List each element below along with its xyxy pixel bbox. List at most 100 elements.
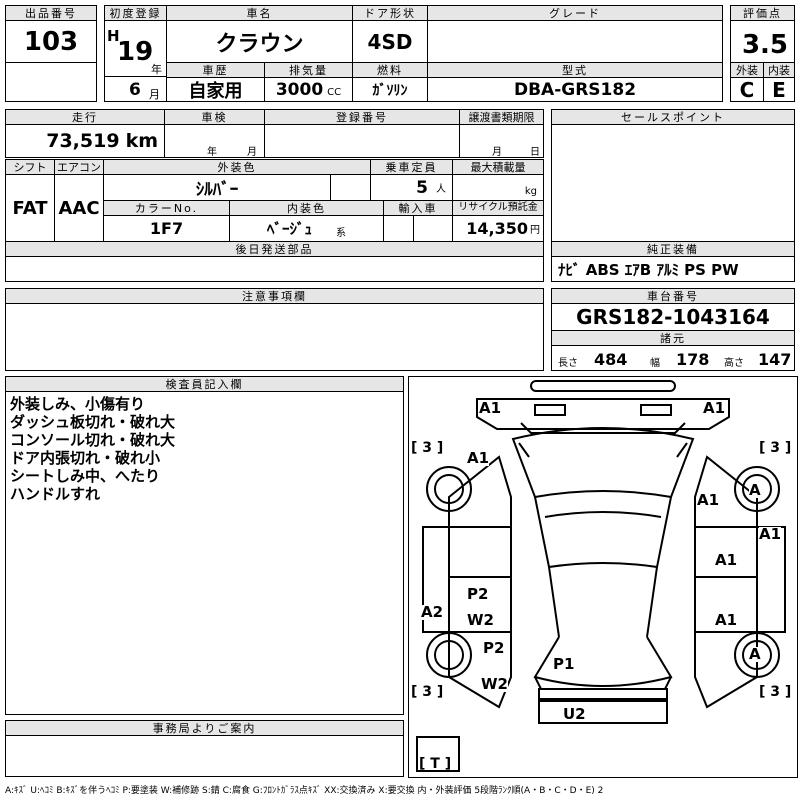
ac: AAC <box>54 174 104 242</box>
grade-label: グレード <box>427 5 723 21</box>
transfer-month-unit: 月 <box>492 147 502 158</box>
damage-mark: A <box>749 481 761 499</box>
color-no: 1F7 <box>103 215 230 242</box>
mileage-box: 73,519 km <box>5 124 165 158</box>
caution-label: 注意事項欄 <box>5 288 544 304</box>
import-box-1 <box>383 215 414 242</box>
recycle-unit: 円 <box>530 225 540 236</box>
legend: A:ｷｽﾞ U:ﾍｺﾐ B:ｷｽﾞを伴うﾍｺﾐ P:要塗装 W:補修跡 S:錆 … <box>5 786 604 796</box>
sales-point-label: セールスポイント <box>551 109 795 125</box>
displacement-label: 排気量 <box>264 62 353 78</box>
damage-mark: W2 <box>481 675 508 693</box>
note-line: 外装しみ、小傷有り <box>10 395 146 413</box>
registration-month: 6 <box>129 80 141 100</box>
inspector-notes-box: 外装しみ、小傷有り ダッシュ板切れ・破れ大 コンソール切れ・破れ大 ドア内張切れ… <box>5 391 404 715</box>
length-label: 長さ <box>558 358 578 369</box>
damage-mark: A1 <box>467 449 490 467</box>
interior-color-label: 内装色 <box>229 200 384 216</box>
registration-month-box: 6 月 <box>104 76 167 102</box>
color-no-label: カラーNo. <box>103 200 230 216</box>
capacity-unit: 人 <box>436 184 446 195</box>
lot-number-label: 出品番号 <box>5 5 97 21</box>
note-line: ダッシュ板切れ・破れ大 <box>10 413 176 431</box>
damage-mark: P2 <box>467 585 489 603</box>
damage-mark: A1 <box>697 491 720 509</box>
mileage-unit: km <box>125 130 158 152</box>
transfer-box: 月 日 <box>459 124 544 158</box>
history: 自家用 <box>166 77 265 102</box>
lot-blank <box>5 62 97 102</box>
capacity-label: 乗車定員 <box>370 159 453 175</box>
caution-box <box>5 303 544 371</box>
later-parts-label: 後日発送部品 <box>5 241 544 257</box>
shift-label: シフト <box>5 159 55 175</box>
model-label: 型式 <box>427 62 723 78</box>
interior-color-unit: 系 <box>336 228 346 239</box>
damage-mark: A1 <box>703 399 726 417</box>
exterior-grade-label: 外装 <box>730 62 764 78</box>
office-notes-label: 事務局よりご案内 <box>5 720 404 736</box>
height-label: 高さ <box>724 358 744 369</box>
exterior-grade: C <box>730 77 764 102</box>
spec-box: 長さ 484 幅 178 高さ 147 <box>551 345 795 371</box>
interior-grade-label: 内装 <box>763 62 795 78</box>
recycle-label: リサイクル預託金 <box>452 200 544 216</box>
damage-mark: A1 <box>715 611 738 629</box>
inspection-label: 車検 <box>164 109 265 125</box>
exterior-color-extra <box>330 174 371 201</box>
registration-year: 19 <box>117 37 154 67</box>
exterior-color: ｼﾙﾊﾞｰ <box>103 174 331 201</box>
mileage-label: 走行 <box>5 109 165 125</box>
width-label: 幅 <box>650 358 660 369</box>
era: H <box>107 27 120 45</box>
door-type: 4SD <box>352 20 428 63</box>
inspection-year-unit: 年 <box>207 147 217 158</box>
spec-label: 諸元 <box>551 330 795 346</box>
length: 484 <box>594 350 628 369</box>
model: DBA-GRS182 <box>427 77 723 102</box>
note-line: コンソール切れ・破れ大 <box>10 431 176 449</box>
import-box-2 <box>413 215 453 242</box>
shift: FAT <box>5 174 55 242</box>
import-label: 輸入車 <box>383 200 453 216</box>
damage-mark: A1 <box>715 551 738 569</box>
month-unit: 月 <box>149 88 160 101</box>
note-line: ハンドルすれ <box>10 485 101 503</box>
bracket-label: [ 3 ] <box>411 684 444 700</box>
note-line: シートしみ中、へたり <box>10 467 161 485</box>
exterior-color-label: 外装色 <box>103 159 371 175</box>
transfer-label: 譲渡書類期限 <box>459 109 544 125</box>
lot-number: 103 <box>5 20 97 63</box>
car-name-label: 車名 <box>166 5 353 21</box>
chassis: GRS182-1043164 <box>551 303 795 331</box>
fuel: ｶﾞｿﾘﾝ <box>352 77 428 102</box>
recycle-box: 14,350 円 <box>452 215 544 242</box>
damage-mark: A <box>749 645 761 663</box>
history-label: 車歴 <box>166 62 265 78</box>
car-damage-diagram: A1 A1 A1 A1 A1 A1 A1 A A A2 P2 W2 P2 W2 … <box>408 376 798 778</box>
displacement-box: 3000 CC <box>264 77 353 102</box>
car-outline <box>416 380 786 772</box>
damage-mark: U2 <box>563 705 586 723</box>
interior-grade: E <box>763 77 795 102</box>
capacity-box: 5 人 <box>370 174 453 201</box>
displacement: 3000 <box>275 79 324 100</box>
max-load-label: 最大積載量 <box>452 159 544 175</box>
door-type-label: ドア形状 <box>352 5 428 21</box>
grade <box>427 20 723 63</box>
office-notes-box <box>5 735 404 777</box>
capacity: 5 <box>416 177 428 198</box>
damage-mark: A1 <box>759 525 782 543</box>
fuel-label: 燃料 <box>352 62 428 78</box>
chassis-label: 車台番号 <box>551 288 795 304</box>
year-unit: 年 <box>151 63 162 76</box>
max-load-unit: kg <box>524 186 537 197</box>
inspector-notes-label: 検査員記入欄 <box>5 376 404 392</box>
note-line: ドア内張切れ・破れ小 <box>10 449 161 467</box>
sales-point-box <box>551 124 795 242</box>
recycle: 14,350 <box>466 219 528 238</box>
width: 178 <box>676 350 710 369</box>
later-parts-box <box>5 256 544 282</box>
bracket-label: [ 3 ] <box>759 684 792 700</box>
ac-label: エアコン <box>54 159 104 175</box>
